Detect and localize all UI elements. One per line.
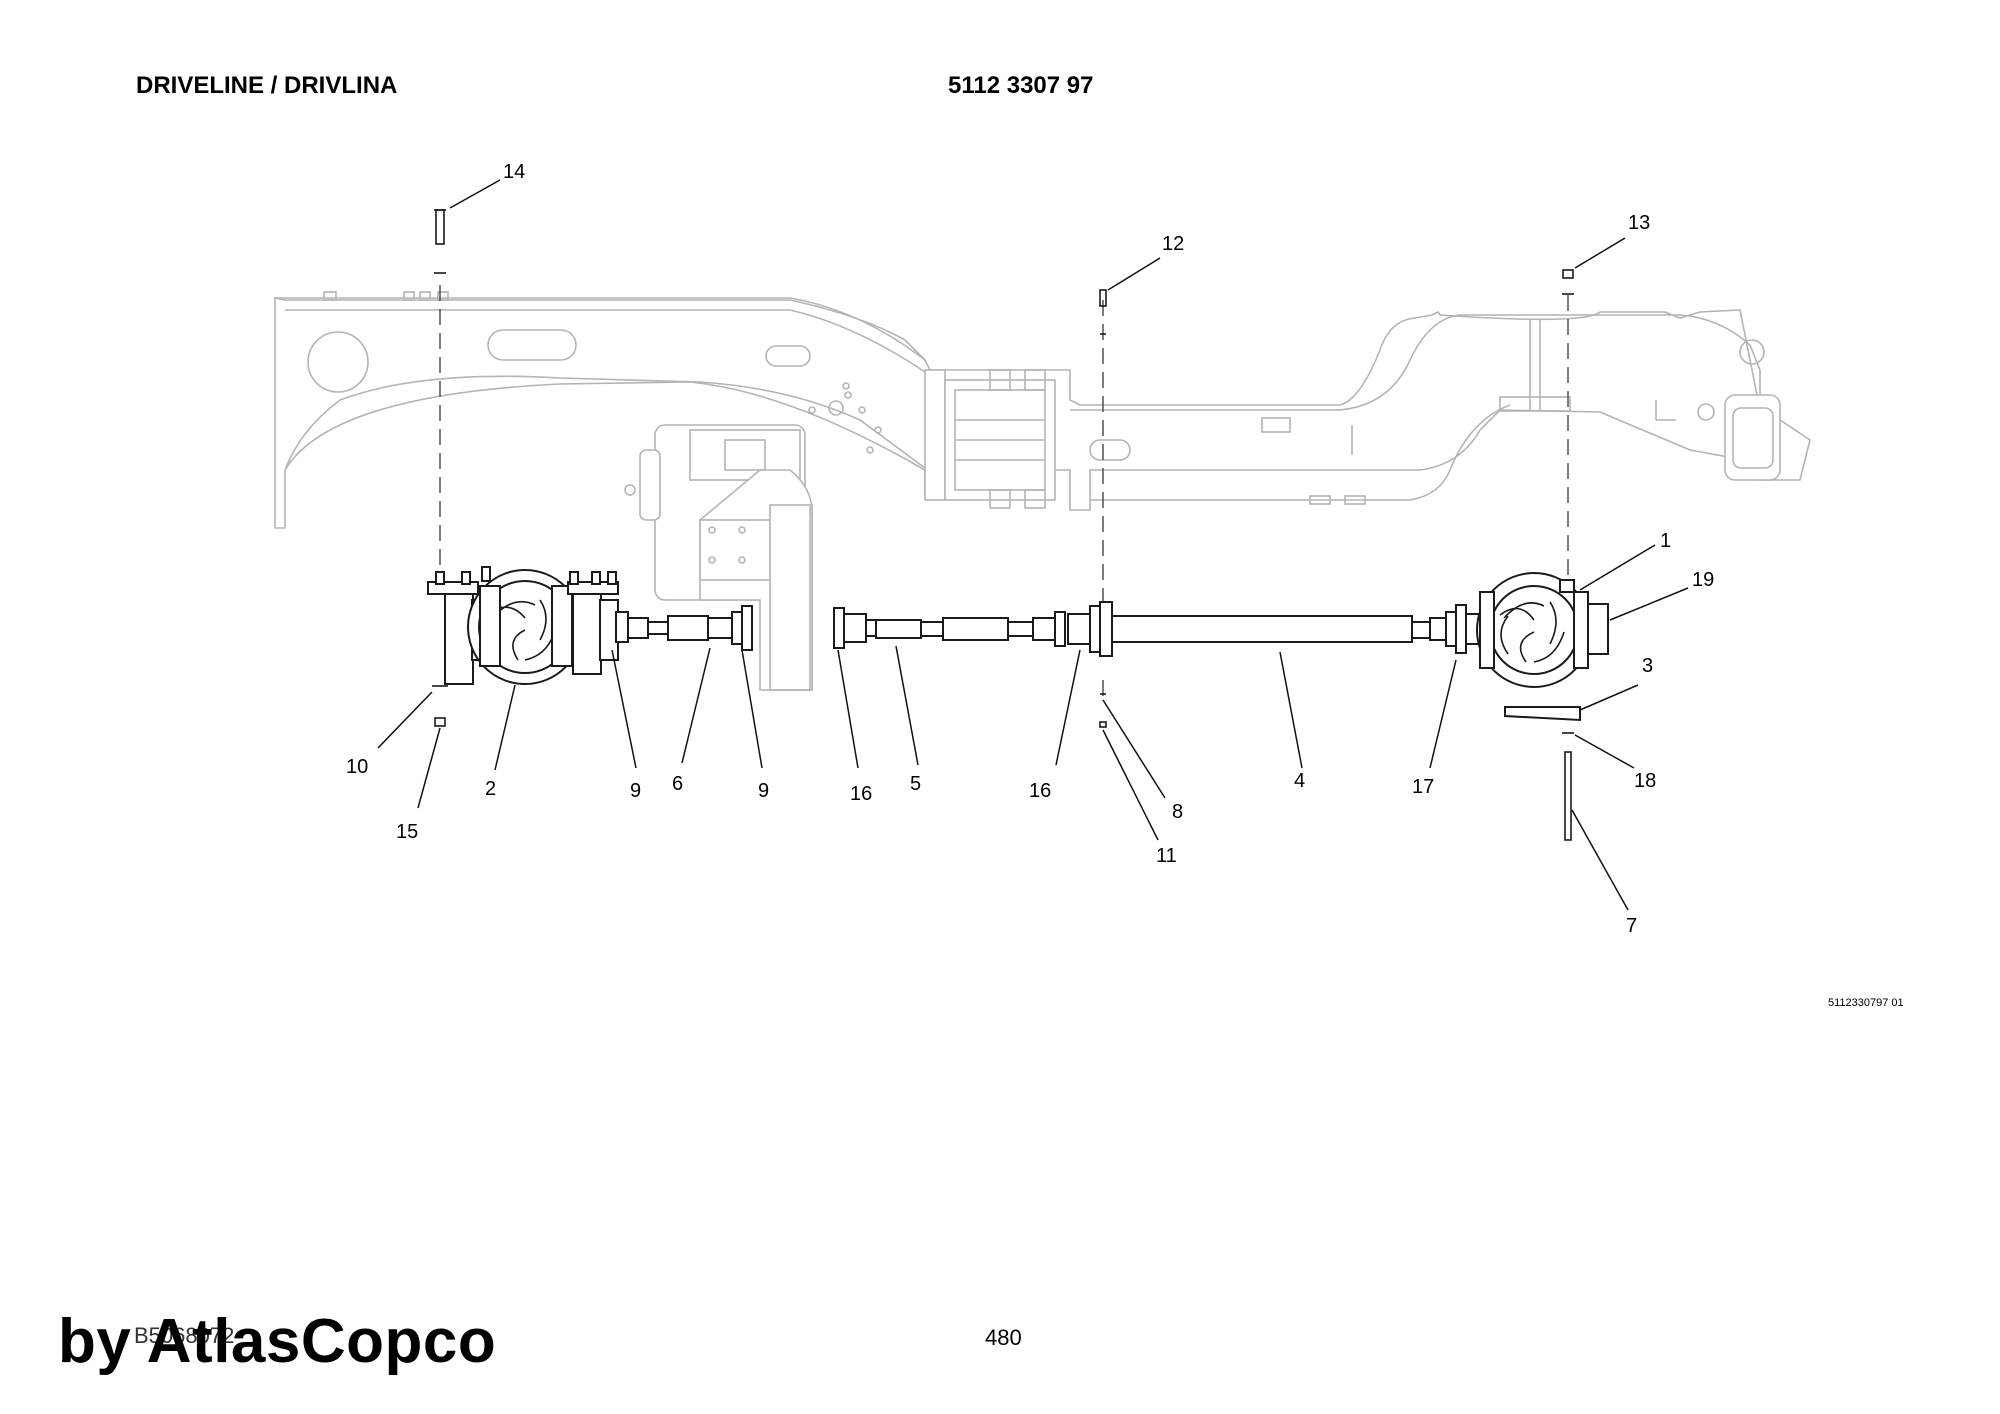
callout-14: 14 [503, 161, 525, 183]
callout-6: 6 [672, 773, 683, 795]
callout-16b: 16 [1029, 780, 1051, 802]
drive-shafts [615, 601, 1481, 657]
callout-17: 17 [1412, 776, 1434, 798]
callout-13: 13 [1628, 212, 1650, 234]
front-axle [427, 566, 619, 685]
diagram-title: DRIVELINE / DRIVLINA [136, 72, 398, 99]
atlascopco-watermark: by AtlasCopco [58, 1307, 497, 1376]
callout-5: 5 [910, 773, 921, 795]
callout-19: 19 [1692, 569, 1714, 591]
callout-15: 15 [396, 821, 418, 843]
callout-8: 8 [1172, 801, 1183, 823]
callout-18: 18 [1634, 770, 1656, 792]
callout-9a: 9 [630, 780, 641, 802]
callout-10: 10 [346, 756, 368, 778]
callout-2: 2 [485, 778, 496, 800]
callout-11: 11 [1156, 845, 1177, 867]
chassis-frame [274, 291, 1811, 691]
callout-9b: 9 [758, 780, 769, 802]
callout-16a: 16 [850, 783, 872, 805]
callout-1: 1 [1660, 530, 1671, 552]
fasteners [432, 209, 1581, 841]
center-lines [439, 285, 1569, 700]
rear-axle [1476, 572, 1609, 688]
callout-labels: 1 2 3 4 5 6 7 8 9 9 10 11 12 13 14 15 16… [346, 161, 1714, 937]
leader-lines [377, 179, 1689, 911]
document-code: B5068072 [134, 1323, 235, 1348]
page-number: 480 [985, 1325, 1022, 1350]
callout-4: 4 [1294, 770, 1305, 792]
drawing-reference: 5112330797 01 [1828, 997, 1904, 1009]
callout-3: 3 [1642, 655, 1653, 677]
part-number: 5112 3307 97 [948, 72, 1094, 99]
callout-12: 12 [1162, 233, 1184, 255]
callout-7: 7 [1626, 915, 1637, 937]
